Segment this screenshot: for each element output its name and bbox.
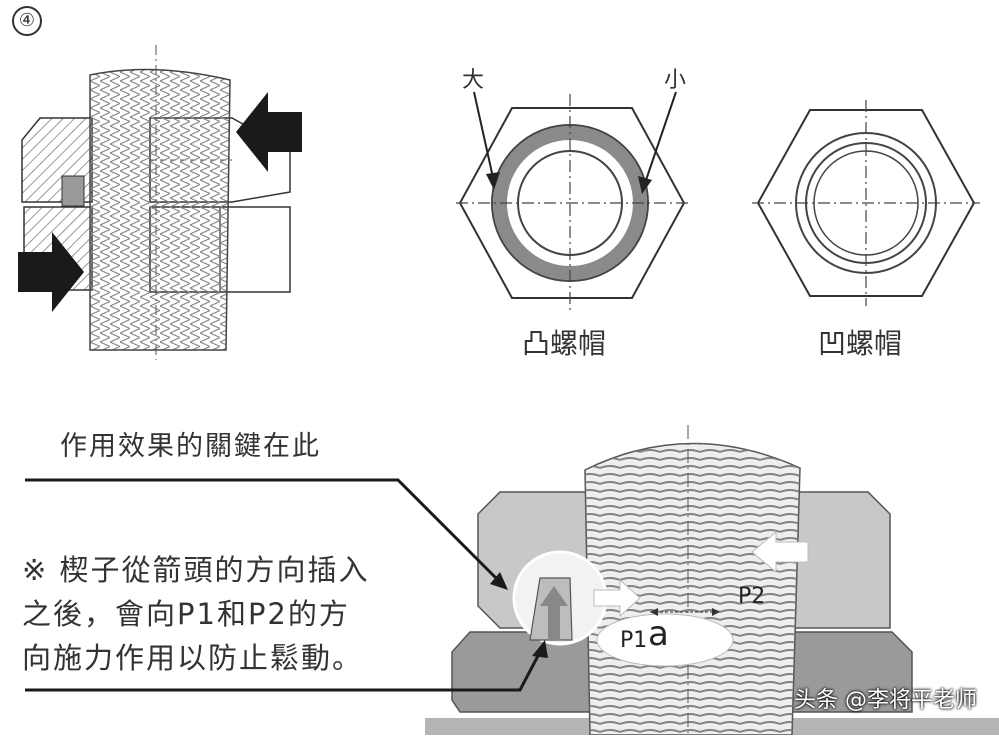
p2-label: P2 — [738, 584, 766, 609]
concave-nut-drawing — [752, 100, 980, 306]
arrow-p2 — [751, 530, 809, 574]
enlarged-section — [25, 425, 999, 736]
leader-line-note — [25, 651, 542, 692]
bolt-thread — [89, 68, 231, 351]
concave-nut-label: 凹螺帽 — [818, 327, 903, 360]
note-line-3: 向施力作用以防止鬆動。 — [22, 641, 364, 675]
arrow-upper-right — [236, 92, 302, 172]
big-label: 大 — [462, 68, 485, 93]
convex-nut-label: 凸螺帽 — [522, 327, 607, 360]
note-line-2: 之後，會向P1和P2的方 — [22, 597, 350, 631]
small-label: 小 — [664, 68, 687, 93]
note-line-1: ※ 楔子從箭頭的方向插入 — [22, 553, 370, 587]
wedge-mark — [61, 175, 85, 207]
arrow-to-p1 — [593, 578, 641, 618]
panel-number-badge: ④ — [12, 6, 42, 36]
a-label: a — [648, 614, 669, 654]
wedge-up-arrow — [540, 586, 568, 640]
convex-nut-drawing — [456, 91, 690, 310]
double-nut-section — [18, 45, 302, 360]
note-text: ※ 楔子從箭頭的方向插入 之後，會向P1和P2的方 向施力作用以防止鬆動。 — [22, 548, 452, 680]
key-label: 作用效果的關鍵在此 — [60, 431, 321, 462]
p1-label: P1 — [620, 628, 648, 653]
leader-line-key — [25, 478, 502, 584]
arrow-lower-left — [18, 232, 84, 312]
p1-region — [596, 613, 734, 667]
watermark: 头条 @李将平老师 — [794, 688, 977, 713]
